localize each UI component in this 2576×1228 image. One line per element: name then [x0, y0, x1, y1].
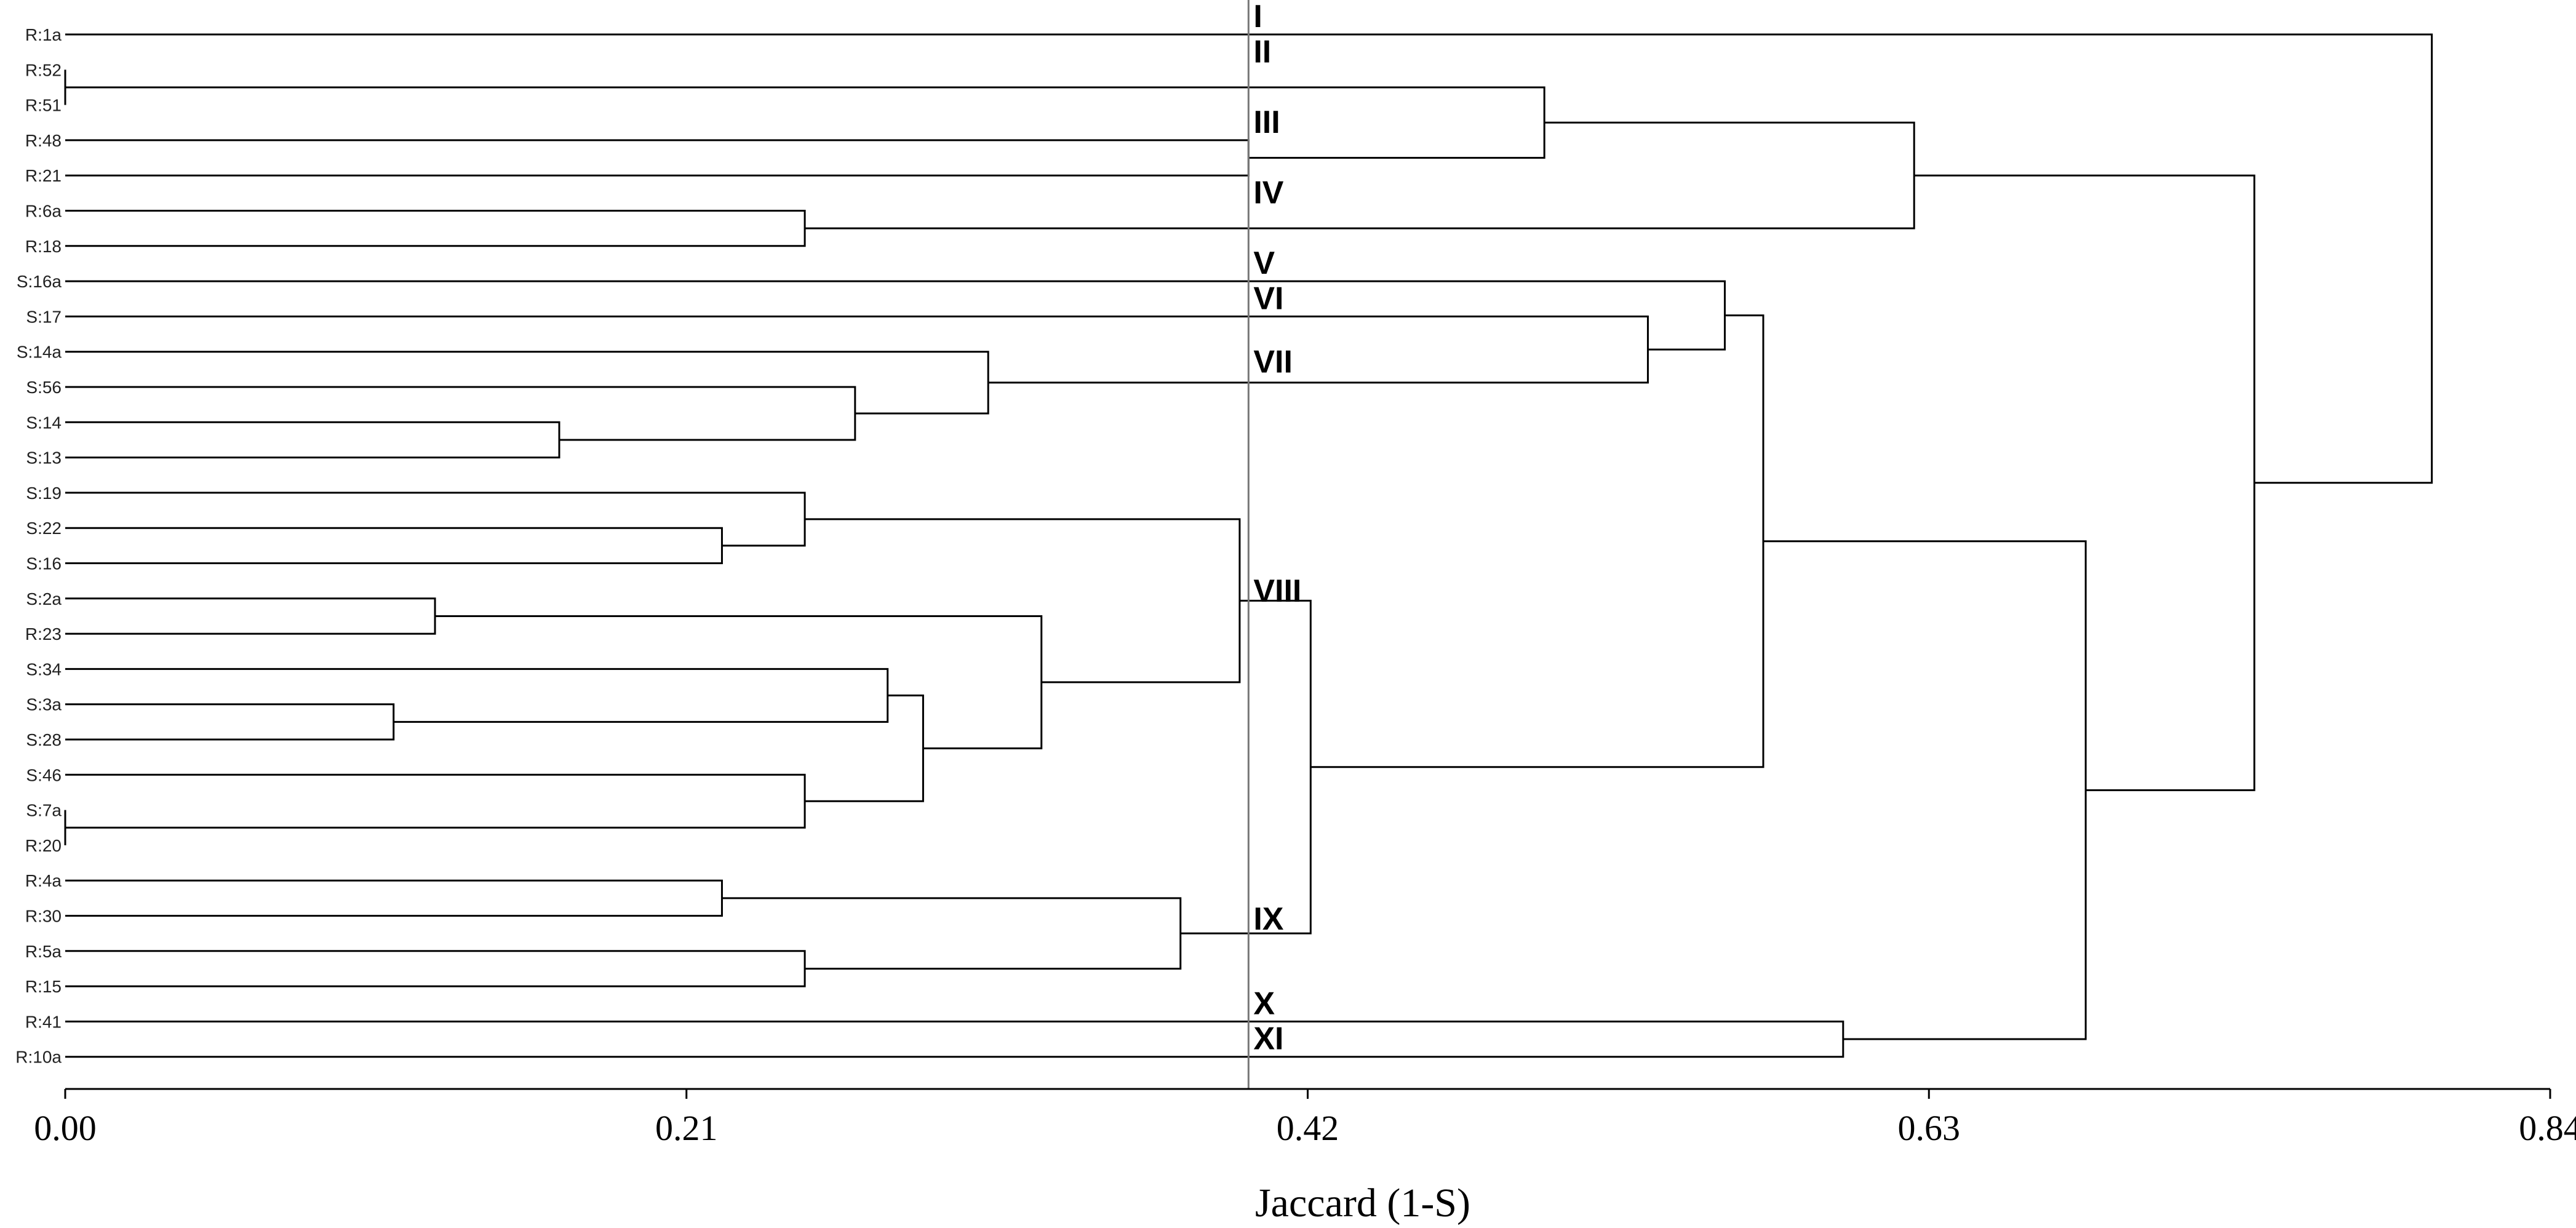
dendrogram-branch [1914, 174, 2255, 791]
dendrogram-branch [1310, 314, 1765, 768]
x-axis: 0.00 0.21 0.42 0.63 0.84 [34, 1088, 2576, 1148]
dendrogram-branch [65, 280, 1726, 351]
x-tick-label: 0.00 [34, 1108, 97, 1148]
leaf-label: R:4a [25, 871, 62, 890]
dendrogram-branch [65, 492, 806, 547]
leaf-label: S:7a [26, 801, 62, 820]
leaf-label: S:14a [17, 343, 62, 362]
cluster-label: IV [1253, 175, 1283, 211]
leaf-label: R:10a [15, 1048, 62, 1067]
leaf-label: R:20 [25, 836, 62, 855]
dendrogram-branch [805, 694, 924, 802]
dendrogram-branch [65, 773, 806, 829]
dendrogram-branch [65, 668, 889, 723]
leaf-label: R:15 [25, 977, 62, 996]
cluster-label: II [1253, 34, 1271, 70]
dendrogram-branch [65, 86, 1545, 159]
dendrogram-branch [65, 527, 723, 564]
leaf-label: S:17 [26, 307, 62, 326]
cluster-label: V [1253, 245, 1275, 281]
leaf-label: R:41 [25, 1012, 62, 1031]
dendrogram-branches [64, 33, 2433, 1058]
dendrogram-branch [65, 315, 1649, 384]
cluster-label: VII [1253, 345, 1293, 380]
cluster-label: I [1253, 0, 1262, 34]
leaf-label: R:21 [25, 166, 62, 185]
leaf-label: R:52 [25, 60, 62, 79]
dendrogram-branch [65, 351, 989, 415]
leaf-label: R:23 [25, 624, 62, 644]
x-tick-label: 0.84 [2519, 1108, 2576, 1148]
dendrogram-branch [435, 615, 1043, 749]
leaf-label: R:30 [25, 907, 62, 926]
leaf-label: S:56 [26, 378, 62, 397]
dendrogram-branch [1763, 540, 2087, 1040]
cluster-label: VI [1253, 281, 1283, 316]
dendrogram-branch [1180, 599, 1312, 935]
dendrogram-branch [65, 597, 436, 635]
leaf-label: S:13 [26, 449, 62, 468]
dendrogram-branch [65, 950, 806, 987]
dendrogram-branch [722, 897, 1182, 970]
dendrogram-branch [805, 518, 1241, 684]
dendrogram-branch [65, 1020, 1844, 1058]
leaf-label-group: R:1aR:52R:51R:48R:21R:6aR:18S:16aS:17S:1… [15, 25, 62, 1067]
leaf-label: S:16a [17, 272, 62, 291]
leaf-label: S:3a [26, 695, 62, 714]
leaf-label: R:48 [25, 131, 62, 150]
leaf-label: S:19 [26, 484, 62, 503]
leaf-label: S:2a [26, 589, 62, 608]
leaf-label: S:34 [26, 660, 62, 679]
cluster-label: XI [1253, 1021, 1283, 1057]
dendrogram-branch [65, 879, 723, 917]
cluster-label: X [1253, 986, 1275, 1021]
leaf-label: S:22 [26, 519, 62, 538]
x-tick-label: 0.42 [1277, 1108, 1339, 1148]
leaf-label: S:46 [26, 765, 62, 784]
x-axis-title: Jaccard (1-S) [1255, 1181, 1470, 1226]
leaf-label: R:18 [25, 237, 62, 256]
dendrogram-branch [65, 210, 806, 247]
leaf-label: R:6a [25, 202, 62, 221]
dendrogram-branch [65, 386, 856, 441]
dendrogram-branch [65, 421, 560, 459]
x-tick-label: 0.21 [655, 1108, 718, 1148]
cluster-label: III [1253, 105, 1280, 140]
x-tick-label: 0.63 [1898, 1108, 1961, 1148]
leaf-label: S:28 [26, 730, 62, 749]
dendrogram-branch [65, 703, 395, 741]
dendrogram-branch [65, 139, 1250, 177]
leaf-label: R:1a [25, 25, 62, 44]
cluster-label: VIII [1253, 573, 1301, 609]
leaf-label: S:14 [26, 413, 62, 432]
leaf-label: R:5a [25, 942, 62, 961]
leaf-label: R:51 [25, 96, 62, 115]
cluster-label: IX [1253, 901, 1283, 937]
leaf-label: S:16 [26, 554, 62, 573]
